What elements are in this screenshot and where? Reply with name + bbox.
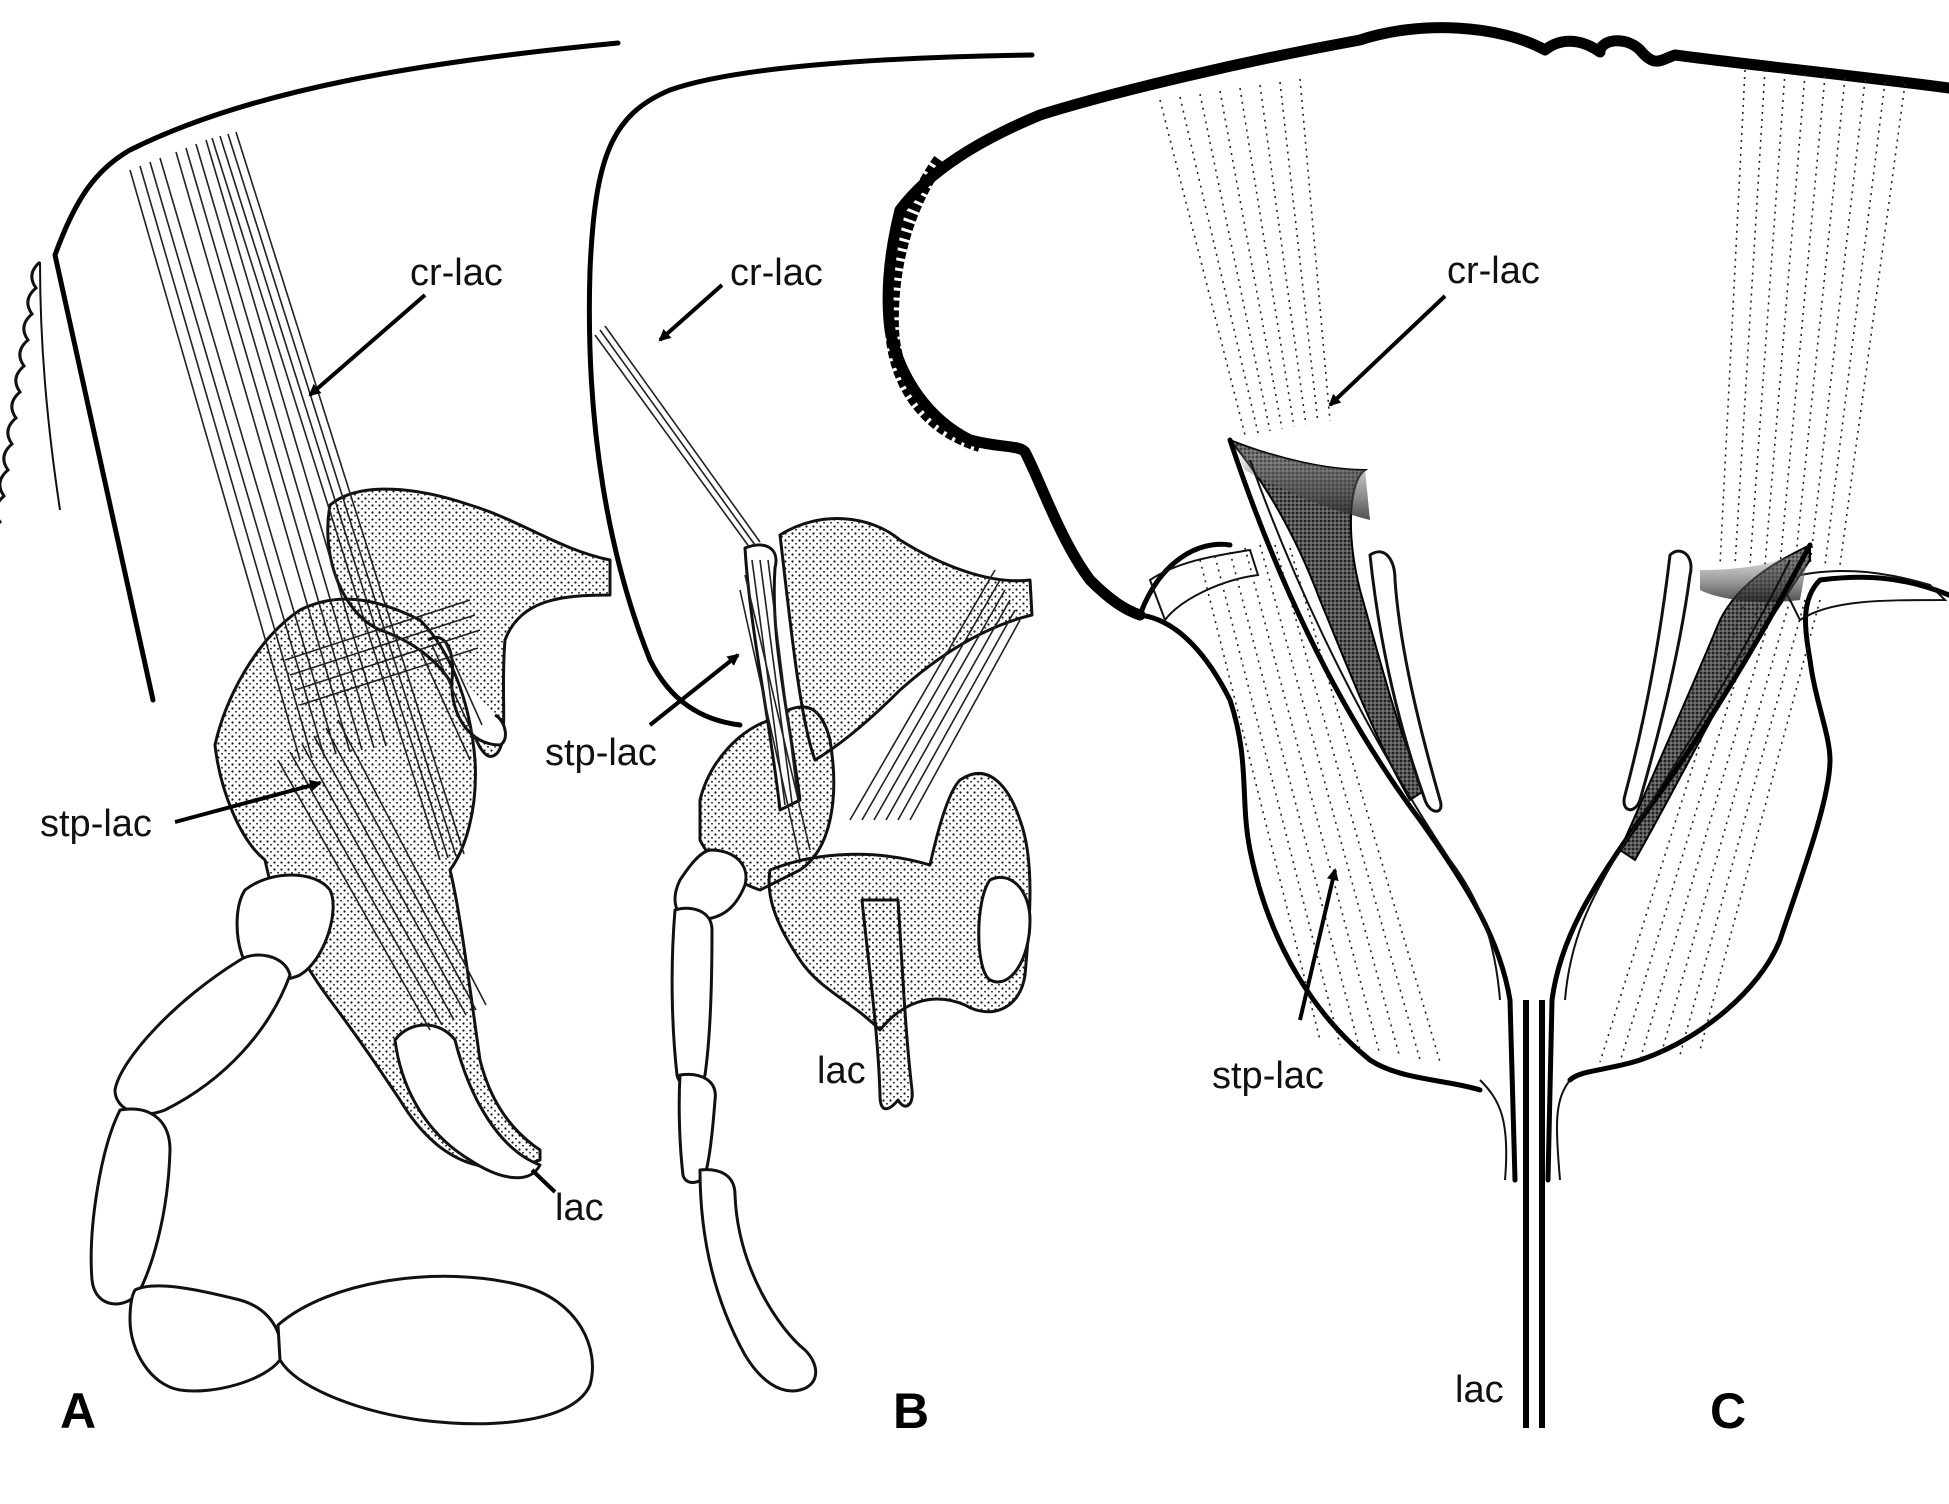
panel-c-right-cranial-fan (1719, 69, 1906, 566)
panel-b-fibre-fan (849, 569, 1021, 821)
panel-b-stp-lac-label: stp-lac (545, 732, 657, 774)
panel-b-stp-lac-arrow (648, 653, 740, 727)
panel-c-left-lacinia-wall (1227, 437, 1518, 1183)
panel-a-head-outline (52, 40, 621, 703)
panel-b-stipital-bundle (739, 543, 811, 861)
panel-b-letter: B (893, 1383, 929, 1439)
panel-a-letter: A (60, 1383, 96, 1439)
panel-c-left-flap (1148, 548, 1260, 623)
panel-c-cr-lac-arrow (1328, 294, 1447, 407)
panel-c-left-cranial-fan (1159, 78, 1331, 436)
panel-a-stipital-fibres (277, 599, 487, 1031)
panel-a-cranial-muscle (129, 131, 465, 861)
panel-a: cr-lac stp-lac lac A (0, 40, 621, 1439)
panel-b-lac-label: lac (817, 1050, 866, 1092)
panel-c-stp-lac-arrow (1298, 868, 1339, 1021)
panel-c: cr-lac stp-lac lac C (882, 22, 1949, 1439)
panel-c-lac-label: lac (1455, 1369, 1504, 1411)
panel-a-eye-inner (39, 261, 61, 511)
panel-a-cr-lac-arrow (308, 293, 427, 397)
panel-b-cr-lac-arrow (658, 283, 724, 342)
panel-c-right-stipes-contour (1567, 757, 1833, 1083)
panel-c-right-flange (1556, 1079, 1571, 1181)
panel-b-cr-lac-label: cr-lac (730, 252, 823, 294)
panel-a-palp (89, 873, 594, 1426)
panel-c-left-stipital-fibres (1199, 544, 1441, 1063)
panel-c-right-stipital-fibres (1599, 599, 1821, 1063)
panel-b: cr-lac stp-lac lac B (545, 52, 1035, 1439)
panel-c-beaded-margin (884, 155, 983, 452)
panel-c-head-capsule (882, 22, 1949, 621)
panel-b-galea-lobe (977, 876, 1032, 984)
panel-c-right-outline (1803, 574, 1949, 763)
panel-b-lacinia-shaft (860, 898, 914, 1111)
panel-a-cr-lac-label: cr-lac (410, 252, 503, 294)
panel-c-letter: C (1710, 1383, 1746, 1439)
panel-b-palp (670, 848, 818, 1393)
panel-c-cr-lac-label: cr-lac (1447, 250, 1540, 292)
panel-b-cranial-tendon (594, 325, 761, 549)
panel-c-left-loop (1368, 550, 1443, 813)
panel-c-right-inner-wall (1564, 559, 1791, 1001)
panel-c-left-inner-wall (1249, 459, 1501, 1001)
panel-c-lacinia-shaft (1523, 1000, 1545, 1428)
panel-c-left-joint (1137, 541, 1233, 618)
panel-c-left-stipes-contour (1137, 612, 1483, 1093)
panel-a-stp-lac-arrow (174, 779, 322, 824)
panel-c-right-flap (1778, 569, 1948, 622)
panel-a-lac-label: lac (555, 1187, 604, 1229)
panel-a-lac-leader (530, 1168, 557, 1194)
panel-c-left-flange (1479, 1079, 1508, 1181)
panel-a-eye-margin (0, 260, 42, 525)
panel-c-stp-lac-label: stp-lac (1212, 1055, 1324, 1097)
panel-a-galea-lobe (393, 1023, 542, 1180)
panel-c-right-loop (1622, 549, 1693, 811)
panel-b-head-outline (586, 52, 1035, 728)
panel-a-stp-lac-label: stp-lac (40, 803, 152, 845)
